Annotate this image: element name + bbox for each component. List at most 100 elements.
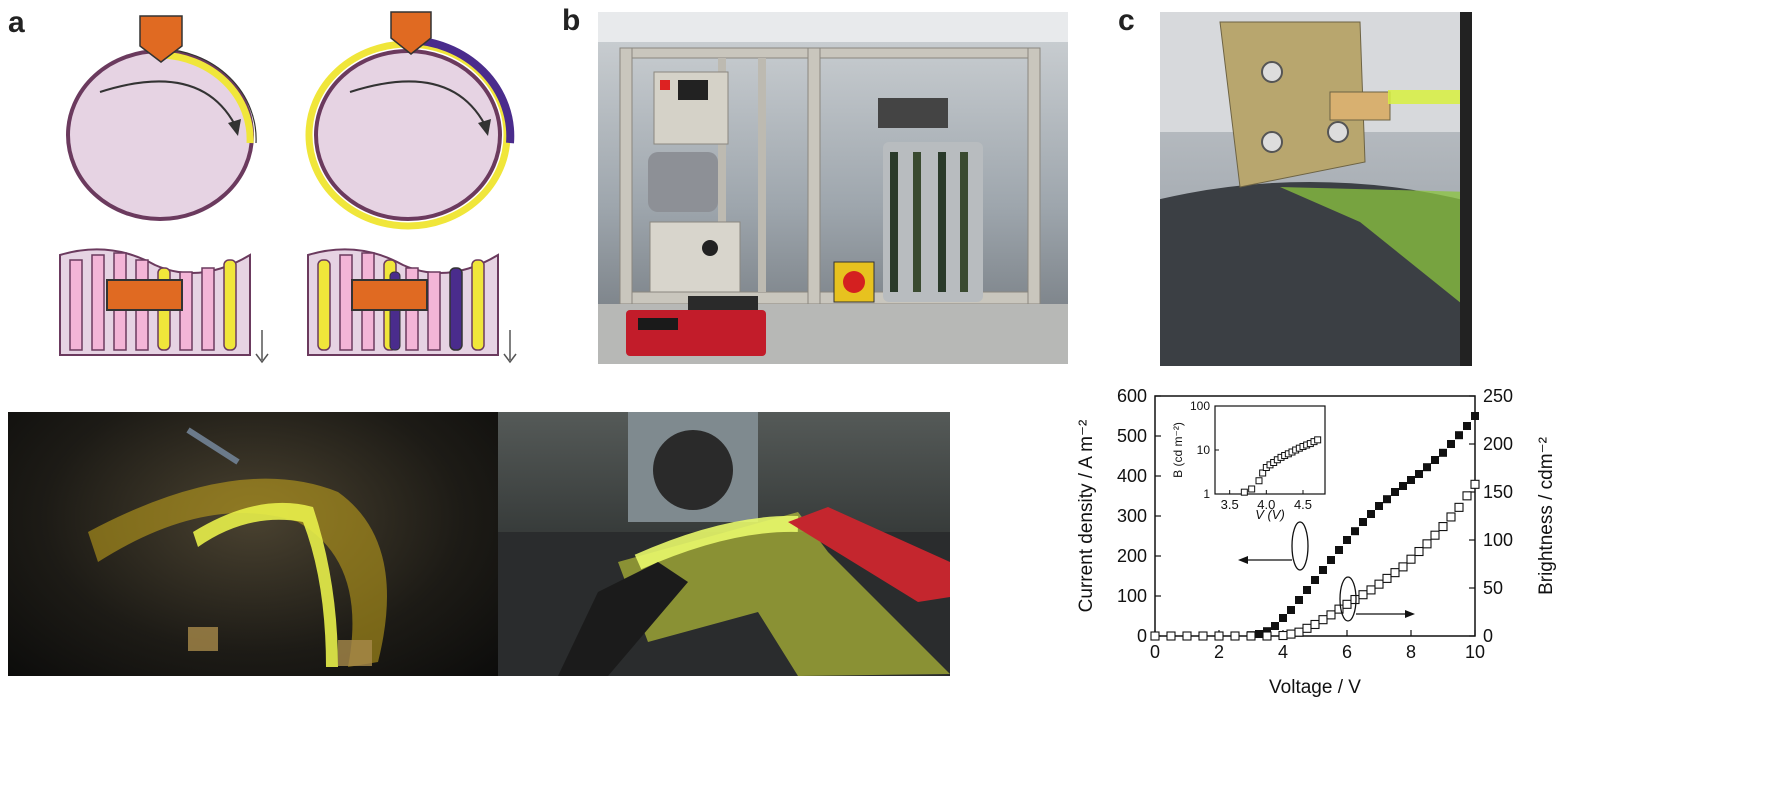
inset-y-tick-label: 1 — [1203, 487, 1210, 501]
inset-point — [1255, 477, 1263, 485]
brightness-point — [1286, 629, 1296, 639]
purple-ink-layer — [407, 36, 515, 144]
down-arrow-left — [255, 353, 269, 364]
current-point — [1455, 431, 1463, 440]
y-left-tick-label: 600 — [1117, 386, 1147, 406]
current-point — [1415, 470, 1423, 478]
slot-die-photo — [1160, 12, 1472, 366]
flexible-device-photo-2 — [498, 412, 950, 676]
current-point — [1407, 476, 1415, 484]
y-left-axis-label: Current density / A m⁻² — [1076, 420, 1097, 613]
black-clip — [558, 562, 688, 676]
inset-x-tick-label: 4.5 — [1294, 497, 1312, 512]
current-point — [1439, 448, 1447, 457]
y-left-tick-label: 400 — [1117, 466, 1147, 486]
current-point — [1263, 627, 1271, 636]
current-point — [1351, 527, 1359, 536]
inset-point — [1259, 469, 1267, 477]
panel-label-b: b — [562, 4, 581, 37]
x-tick-label: 2 — [1214, 642, 1224, 662]
brightness-series — [1150, 479, 1480, 641]
film-schematic-right — [307, 248, 517, 364]
current-point — [1271, 622, 1279, 630]
brightness-point — [1390, 568, 1400, 578]
brightness-point — [1246, 631, 1256, 641]
current-point — [1287, 606, 1295, 614]
x-tick-label: 10 — [1465, 642, 1485, 662]
y-right-tick-label: 0 — [1483, 626, 1493, 646]
inset-y-label: B (cd m⁻²) — [1171, 422, 1185, 478]
yellow-film — [618, 512, 950, 676]
current-point — [1319, 566, 1327, 574]
y-right-tick-label: 250 — [1483, 386, 1513, 406]
current-point — [1367, 510, 1375, 518]
flexible-substrate — [88, 478, 387, 667]
current-point — [1391, 488, 1399, 496]
y-left-tick-label: 500 — [1117, 426, 1147, 446]
x-axis-label: Voltage / V — [1269, 677, 1361, 698]
current-point — [1359, 518, 1367, 526]
current-point — [1431, 456, 1439, 464]
y-left-tick-label: 100 — [1117, 586, 1147, 606]
brightness-point — [1182, 631, 1192, 641]
y-right-tick-label: 50 — [1483, 578, 1503, 598]
arrow-to-right-axis — [1405, 610, 1415, 618]
electrode-left — [106, 279, 183, 311]
current-point — [1295, 596, 1303, 604]
brightness-point — [1230, 631, 1240, 641]
inset-y-tick-label: 10 — [1197, 443, 1211, 457]
current-point — [1471, 412, 1479, 420]
ink-feed-tube — [1388, 90, 1472, 104]
inset-frame — [1214, 405, 1326, 495]
brightness-point — [1454, 502, 1464, 512]
current-point — [1327, 556, 1335, 564]
flexible-device-photo-1 — [8, 412, 498, 676]
panel-a-schematic — [59, 11, 517, 364]
brightness-point — [1326, 610, 1336, 620]
film-schematic-left — [59, 248, 269, 364]
y-right-tick-label: 200 — [1483, 434, 1513, 454]
y-left-tick-label: 200 — [1117, 546, 1147, 566]
y-right-tick-label: 100 — [1483, 530, 1513, 550]
green-ink-film — [1280, 187, 1472, 312]
brightness-point — [1366, 585, 1376, 595]
brightness-point — [1334, 604, 1344, 614]
current-point — [1399, 482, 1407, 490]
brightness-point — [1150, 631, 1160, 641]
brightness-point — [1446, 512, 1456, 522]
y-left-tick-label: 300 — [1117, 506, 1147, 526]
current-series-marker-ellipse — [1291, 521, 1309, 571]
drum-single-ink — [66, 15, 257, 221]
print-head — [878, 98, 948, 128]
current-point — [1303, 586, 1311, 594]
brightness-point — [1198, 631, 1208, 641]
electrode-right — [351, 279, 428, 311]
nozzle-left — [139, 15, 183, 63]
x-tick-label: 6 — [1342, 642, 1352, 662]
drum-right — [314, 49, 502, 221]
brightness-point — [1438, 522, 1448, 532]
inset-x-label: V (V) — [1255, 507, 1285, 522]
rotation-arrow-right — [349, 80, 486, 126]
motor — [648, 152, 718, 212]
brightness-point — [1318, 615, 1328, 625]
x-tick-label: 0 — [1150, 642, 1160, 662]
brightness-point — [1470, 479, 1480, 489]
drum-two-inks — [305, 11, 515, 230]
y-right-tick-label: 150 — [1483, 482, 1513, 502]
brightness-point — [1166, 631, 1176, 641]
down-arrow-right — [503, 353, 517, 364]
current-point — [1255, 630, 1263, 638]
current-point — [1279, 614, 1287, 622]
current-point — [1383, 495, 1391, 504]
current-point — [1463, 422, 1471, 430]
brightness-series-marker-ellipse — [1339, 576, 1357, 622]
brightness-point — [1342, 599, 1352, 609]
slot-die-head — [1219, 21, 1366, 188]
emergency-stop — [843, 271, 865, 293]
inset-x-tick-label: 4.0 — [1257, 497, 1275, 512]
brightness-point — [1398, 562, 1408, 572]
inset-point — [1314, 436, 1322, 444]
